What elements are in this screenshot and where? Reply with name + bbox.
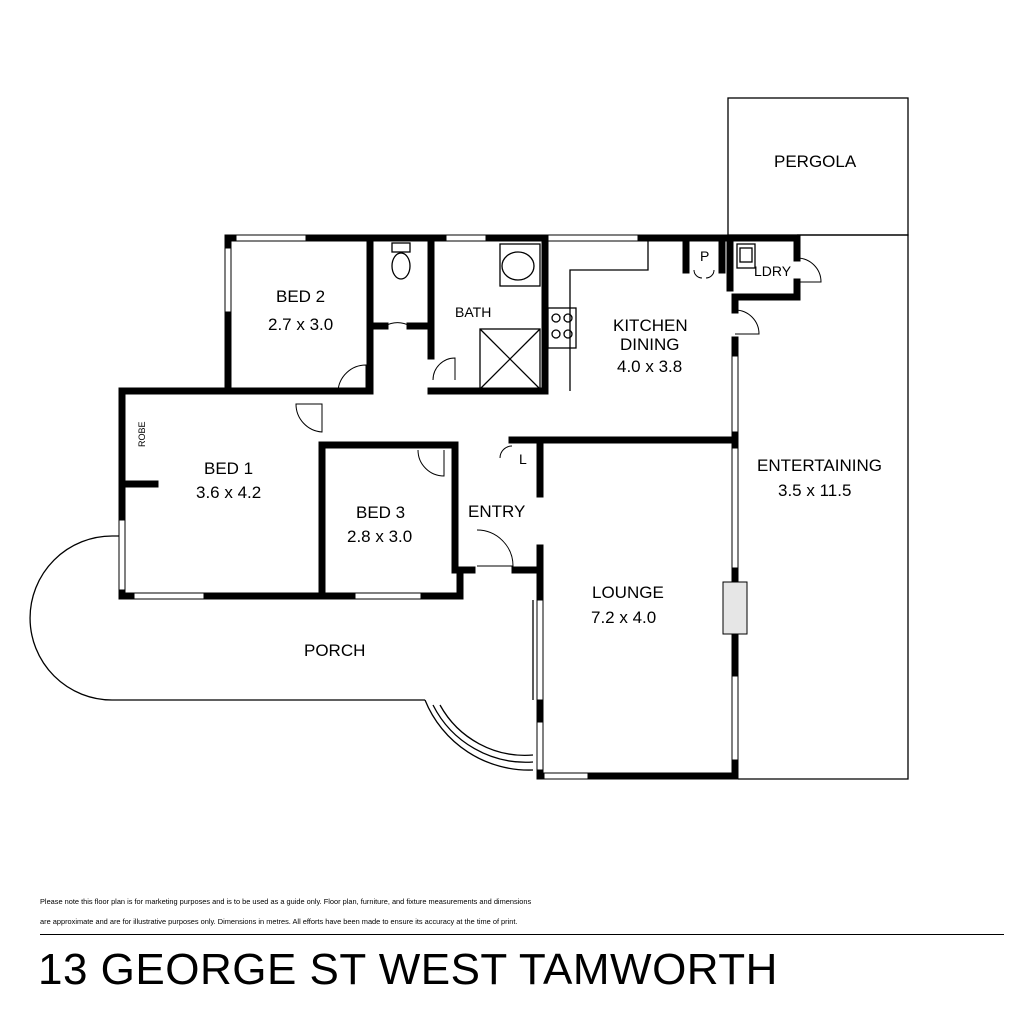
fireplace	[722, 581, 748, 635]
interior-walls	[118, 234, 739, 600]
bed1-size: 3.6 x 4.2	[196, 483, 261, 502]
bed3-size: 2.8 x 3.0	[347, 527, 412, 546]
toilet-fixture	[391, 242, 411, 280]
bath-fixtures	[479, 243, 541, 390]
bed3-label: BED 3	[356, 503, 405, 522]
floor-plan: PERGOLA BED 2 2.7 x 3.0 BATH KITCHEN DIN…	[29, 97, 909, 780]
bed2-label: BED 2	[276, 287, 325, 306]
kitchen-label: KITCHEN	[613, 316, 688, 335]
dining-label: DINING	[620, 335, 680, 354]
lounge-size: 7.2 x 4.0	[591, 608, 656, 627]
porch-area	[29, 535, 534, 771]
kitchen-fixtures	[547, 241, 649, 391]
pergola-label: PERGOLA	[774, 152, 857, 171]
windows	[118, 234, 739, 780]
laundry-label: LDRY	[754, 263, 792, 279]
lounge-label: LOUNGE	[592, 583, 664, 602]
bed1-label: BED 1	[204, 459, 253, 478]
entertaining-size: 3.5 x 11.5	[778, 481, 851, 500]
bed2-size: 2.7 x 3.0	[268, 315, 333, 334]
property-address: 13 GEORGE ST WEST TAMWORTH	[38, 945, 778, 994]
disclaimer-line-1: Please note this floor plan is for marke…	[40, 897, 532, 906]
laundry-tub	[736, 243, 756, 269]
porch-label: PORCH	[304, 641, 365, 660]
kitchen-dining-size: 4.0 x 3.8	[617, 357, 682, 376]
robe-label: ROBE	[137, 421, 147, 447]
linen-label: L	[519, 451, 527, 467]
entertaining-label: ENTERTAINING	[757, 456, 882, 475]
entertaining-area	[738, 234, 909, 780]
bath-label: BATH	[455, 304, 491, 320]
pantry-label: P	[700, 248, 709, 264]
doors	[295, 257, 822, 567]
disclaimer-line-2: are approximate and are for illustrative…	[40, 917, 518, 926]
divider	[40, 934, 1004, 935]
entry-label: ENTRY	[468, 502, 525, 521]
